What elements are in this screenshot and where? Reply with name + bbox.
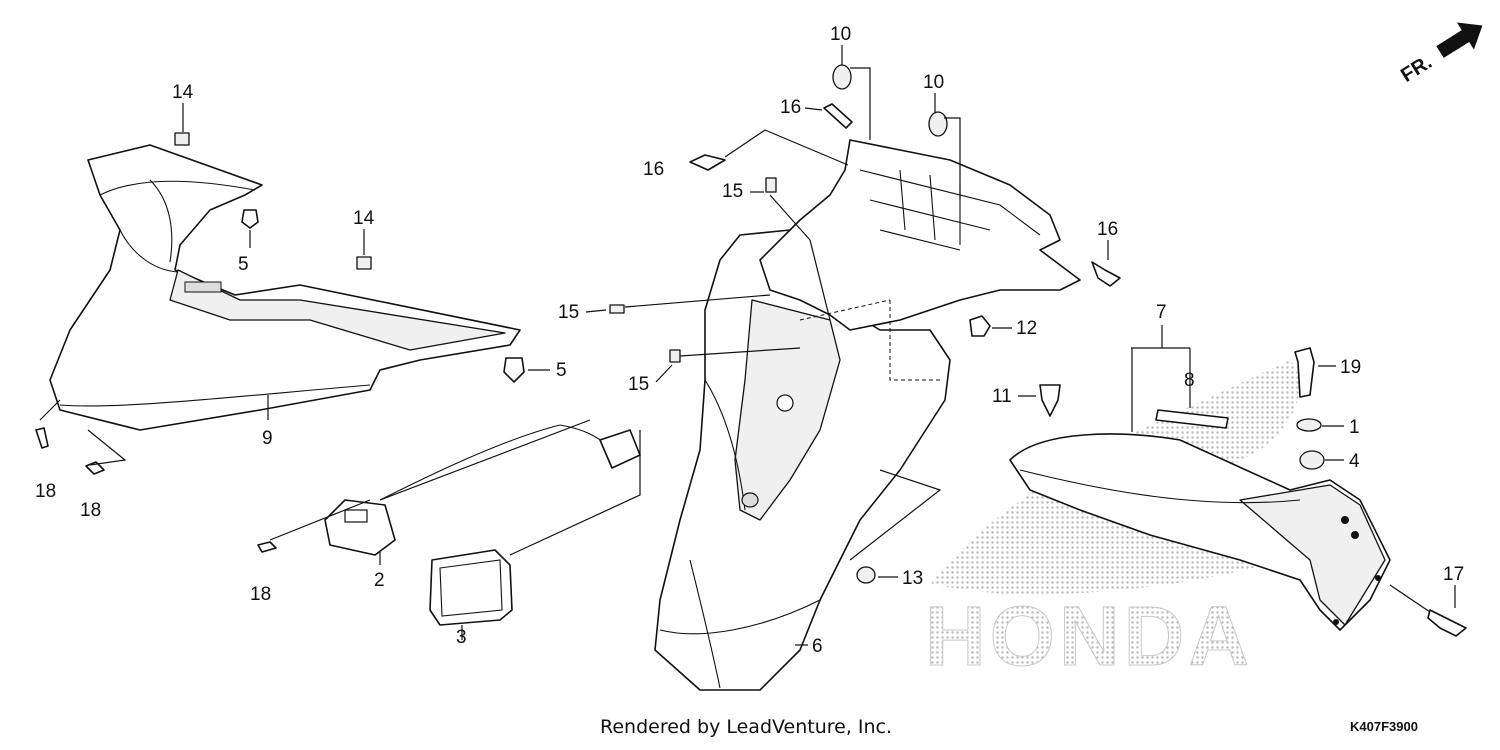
callout-14b: 15 xyxy=(558,302,579,323)
hardware-drawings xyxy=(35,64,1467,637)
honda-wordmark: HONDA xyxy=(925,589,1253,683)
arrow-icon xyxy=(1436,22,1483,58)
reflector-drawing xyxy=(429,549,513,626)
callout-19: 19 xyxy=(1340,357,1361,378)
callout-1: 1 xyxy=(1349,417,1360,438)
figure-code: K407F3900 xyxy=(1350,719,1418,734)
rear-subframe-drawing xyxy=(759,139,1081,381)
seal-strip-drawing xyxy=(1155,409,1229,429)
callout-12a: 5 xyxy=(238,254,249,275)
callout-5: 13 xyxy=(902,568,923,589)
callout-6: 6 xyxy=(812,636,823,657)
callout-18c: 18 xyxy=(250,584,271,605)
callout-numbers: 14 14 5 5 9 18 18 18 2 3 10 10 16 16 16 … xyxy=(35,24,1464,657)
callout-16c: 16 xyxy=(1097,219,1118,240)
callout-15b: 14 xyxy=(353,208,375,229)
callout-4: 4 xyxy=(1349,451,1360,472)
callout-18a: 18 xyxy=(35,481,56,502)
callout-7: 7 xyxy=(1156,302,1167,323)
callout-9: 9 xyxy=(262,428,273,449)
footer-credit: Rendered by LeadVenture, Inc. xyxy=(600,716,892,738)
rear-fender-drawing xyxy=(654,229,951,691)
rear-cowl-drawing xyxy=(49,144,521,431)
callout-14a: 15 xyxy=(722,181,743,202)
callout-14c: 15 xyxy=(628,374,649,395)
inner-rear-fender-drawing xyxy=(1009,433,1391,631)
license-light-drawing xyxy=(324,424,641,556)
callout-3: 3 xyxy=(456,627,467,648)
callout-18b: 18 xyxy=(80,500,101,521)
callout-15a: 14 xyxy=(172,82,194,103)
callout-10b: 10 xyxy=(923,72,944,93)
callout-2: 2 xyxy=(374,570,385,591)
callout-11: 11 xyxy=(992,386,1012,407)
callout-17: 17 xyxy=(1443,564,1464,585)
callout-12b: 5 xyxy=(556,360,567,381)
callout-13: 12 xyxy=(1016,318,1037,339)
fr-label: FR. xyxy=(1397,51,1436,87)
callout-16b: 16 xyxy=(643,159,664,180)
front-direction-indicator: FR. xyxy=(1397,22,1483,87)
callout-16a: 16 xyxy=(780,97,801,118)
leader-lines xyxy=(39,45,1456,646)
callout-8: 8 xyxy=(1184,370,1195,391)
callout-10a: 10 xyxy=(830,24,851,45)
